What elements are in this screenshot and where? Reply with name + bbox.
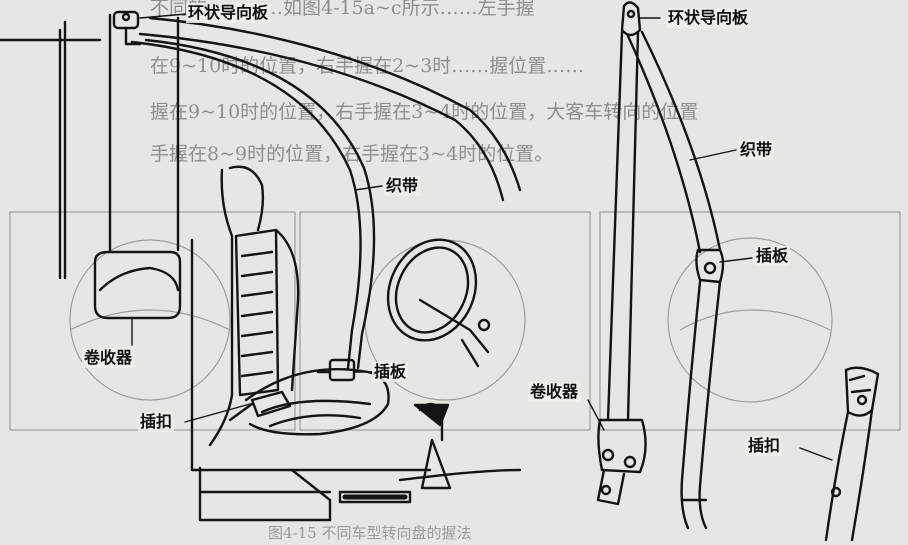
retractor-bolt-3-icon [600,484,612,496]
steering-column [418,298,490,354]
buckle-stalk [228,402,254,422]
buckle-right-stalk [824,408,874,542]
gear-boot [413,403,450,427]
bg-wheel-spoke-right [679,309,831,331]
leader-ring-guide-left [139,13,187,19]
bg-wheel-left [69,239,231,401]
label-webbing-left: 织带 [384,176,421,196]
seat-cushion-ribs [260,399,372,428]
buckle-right-bolt-icon [856,394,868,406]
seat-cushion [244,368,390,436]
label-retractor-left: 卷收器 [82,348,135,368]
leader-webbing-right [689,149,737,161]
retractor-bolt-2-icon [623,455,637,469]
retractor-right-icon [597,418,647,474]
bg-text-line-4: 手握在8~9时的位置，右手握在3~4时的位置。 [150,143,554,165]
sill-box [198,466,332,522]
label-ring-guide-left: 环状导向板 [186,3,271,23]
buckle-right-slot [848,374,872,394]
headrest [228,165,265,232]
bg-panel-left [9,211,296,431]
column-knob-icon [477,318,491,332]
leader-buckle-right [799,447,833,461]
label-tongue-right: 插板 [754,246,791,266]
bg-panel-mid [299,211,591,431]
guide-mount [124,26,142,46]
seat-back-cushion [234,228,280,397]
webbing-strap-edge [144,38,376,370]
sill-corner [290,468,332,522]
bg-panel-right [599,211,901,431]
buckle-icon [250,390,292,418]
bg-wheel-right [667,237,833,403]
retractor-bolt-1-icon [601,448,615,462]
label-webbing-right: 织带 [738,140,775,160]
retractor-detail [98,266,180,292]
buckle-right-bolt-2-icon [830,486,842,498]
leader-buckle-left [184,403,251,423]
label-ring-guide-right: 环状导向板 [666,8,751,28]
steering-wheel-inner [394,246,470,334]
roof-rail-inner [138,32,505,202]
tongue-hole-icon [703,261,717,275]
label-retractor-right: 卷收器 [528,382,581,402]
stalk-lever [460,338,480,368]
seat-rail [338,490,412,504]
b-pillar [108,13,180,252]
guide-bolt-icon [121,12,131,22]
floor-line [190,238,432,472]
webbing-vertical-right [606,30,640,422]
label-buckle-right: 插扣 [746,436,783,456]
ring-guide-bolt-icon [626,9,636,19]
roof-rail [148,16,522,192]
leader-webbing-left [354,185,383,191]
lap-belt-right [680,280,722,530]
ring-guide-right-icon [620,1,642,37]
gear-base [420,438,452,490]
leader-tongue-right [719,257,753,263]
seat-back-stitching [240,250,274,378]
console-line [398,468,522,482]
webbing-strap [130,40,362,370]
retractor-body [93,250,182,320]
bg-wheel-spoke-left [69,309,231,331]
door-frame-edge [58,20,67,280]
seat-back-left-edge [208,168,234,447]
bg-caption: 图4-15 不同车型转向盘的握法 [268,524,472,542]
leader-retractor-right [587,399,605,431]
bg-text-line-3: 握在9~10时的位置，右手握在3~4时的位置，大客车转向的位置 [150,101,699,123]
label-tongue-left: 插板 [372,362,409,382]
webbing-diagonal-right [626,30,722,254]
bg-text-line-2: 在9~10时的位置，右手握在2~3时……握位置…… [150,55,585,77]
steering-wheel-icon [386,238,478,342]
label-buckle-left: 插扣 [138,412,175,432]
seat-back-side [274,228,300,392]
retractor-mount [596,468,626,506]
